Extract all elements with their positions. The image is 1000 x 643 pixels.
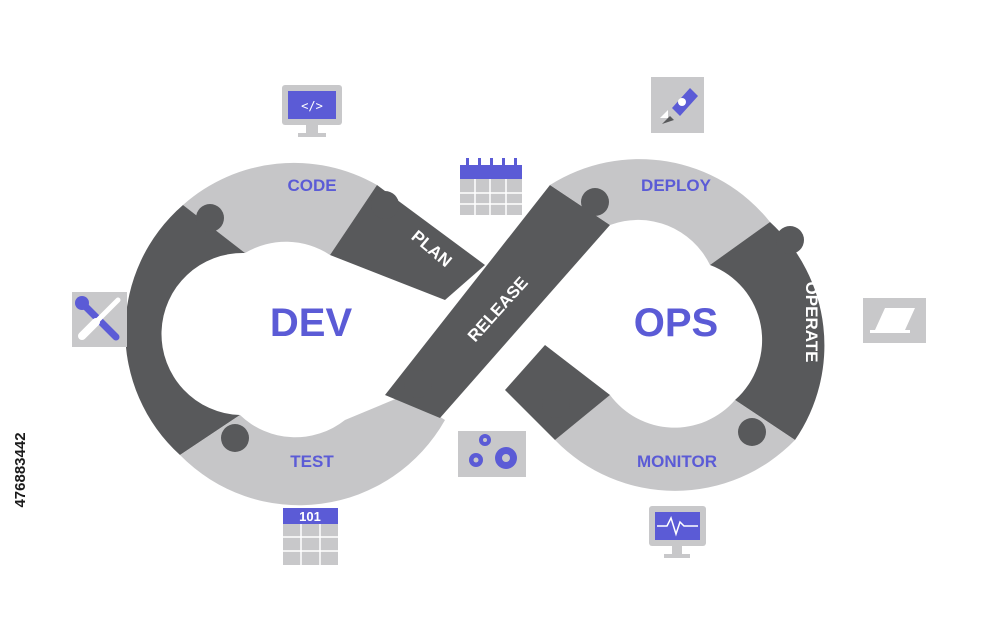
label-code: CODE [287, 176, 336, 195]
laptop-icon [863, 298, 926, 343]
puzzle-knob [738, 418, 766, 446]
code-icon-text: </> [301, 99, 323, 113]
segment-code [183, 162, 377, 255]
segment-release [385, 185, 610, 418]
label-dev: DEV [270, 301, 353, 345]
puzzle-knob [196, 204, 224, 232]
label-ops: OPS [634, 301, 718, 345]
heartbeat-monitor-icon [649, 506, 706, 558]
segment-test [180, 395, 445, 506]
table-101-icon: 101 [283, 508, 338, 565]
monitor-code-icon: </> [282, 85, 342, 137]
stock-id: 476883442 [12, 432, 29, 507]
calendar-icon [460, 158, 522, 215]
segment-monitor [555, 395, 795, 491]
label-build: BUILD [168, 294, 187, 346]
puzzle-knob [581, 188, 609, 216]
rocket-icon [651, 77, 704, 133]
label-operate: OPERATE [802, 282, 821, 363]
puzzle-knob [542, 390, 570, 418]
label-deploy: DEPLOY [641, 176, 712, 195]
label-monitor: MONITOR [637, 452, 717, 471]
puzzle-knob [776, 226, 804, 254]
test-icon-text: 101 [299, 509, 321, 524]
gears-icon [458, 431, 526, 477]
wrench-screwdriver-icon [72, 292, 127, 347]
segment-deploy [550, 159, 770, 265]
puzzle-knob [221, 424, 249, 452]
label-test: TEST [290, 452, 334, 471]
segment-operate [710, 222, 825, 440]
puzzle-knob [404, 370, 432, 398]
segment-plan [330, 185, 485, 300]
puzzle-knob [371, 191, 399, 219]
segment-build [125, 205, 245, 455]
